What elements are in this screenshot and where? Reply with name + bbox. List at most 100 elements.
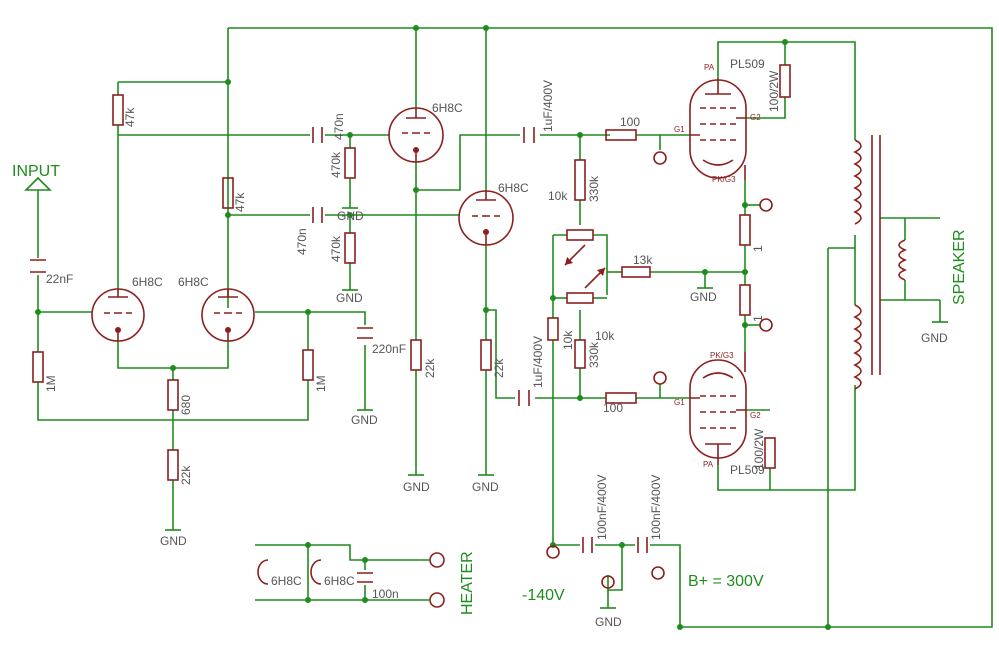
svg-text:220nF: 220nF [372,342,406,356]
svg-text:100nF/400V: 100nF/400V [649,475,663,540]
resistor-100-2W-bottom: 100/2W [752,428,776,470]
svg-text:470n: 470n [332,113,346,140]
heater-filament-1: 6H8C [257,559,302,588]
svg-text:GND: GND [690,290,717,304]
wires [37,27,993,628]
svg-text:GND: GND [921,331,948,345]
svg-text:GND: GND [337,209,364,223]
potentiometers: 10k 10k [548,189,615,343]
svg-text:100/2W: 100/2W [767,70,781,112]
svg-text:470n: 470n [295,228,309,255]
svg-text:PA: PA [703,460,714,469]
svg-text:PL509: PL509 [730,57,765,71]
tube-pl509-bottom: PK/G3 G1 G2 PA PL509 [674,351,765,477]
junctions [35,25,831,630]
svg-text:GND: GND [351,413,378,427]
svg-text:22nF: 22nF [46,272,73,286]
svg-text:13k: 13k [633,253,653,267]
svg-text:G1: G1 [674,398,685,407]
tube-v4: 6H8C [458,181,529,246]
svg-text:47k: 47k [123,107,137,127]
resistor-100-bottom: 100 [603,392,637,415]
svg-text:47k: 47k [233,192,247,212]
resistor-470k-a: 470k [329,147,356,179]
output-transformer [853,135,908,390]
terminal-heater-b [429,592,445,608]
svg-text:GND: GND [160,534,187,548]
svg-text:6H8C: 6H8C [178,275,209,289]
terminal-gnd-supply [601,575,615,589]
input-label: INPUT [12,163,60,191]
heater-label: HEATER [459,551,476,615]
svg-text:PL509: PL509 [730,463,765,477]
terminals [420,151,773,608]
svg-text:1M: 1M [44,375,58,392]
gnd-22k-a: GND [403,474,430,494]
cap-220nF: 220nF [357,327,406,356]
resistor-1-bottom: 1 [739,284,765,322]
gnd-220nF: GND [351,409,378,427]
gnd-tail: GND [160,529,187,548]
cap-22nF: 22nF [30,259,73,286]
cap-1uF-bottom: 1uF/400V [518,336,545,406]
resistor-47k-b: 47k [222,177,247,212]
resistor-22k-tail: 22k [167,449,193,485]
svg-text:680: 680 [179,395,193,415]
svg-text:470k: 470k [329,235,343,262]
svg-text:10k: 10k [561,330,575,350]
svg-text:1uF/400V: 1uF/400V [541,80,555,132]
svg-text:22k: 22k [179,465,193,485]
ground-symbols: GND GND GND GND GND GND GND GND [160,207,948,629]
svg-text:GND: GND [595,615,622,629]
svg-text:PA: PA [704,63,715,72]
svg-text:G1: G1 [674,125,685,134]
svg-text:100n: 100n [372,587,399,601]
svg-text:100: 100 [620,115,640,129]
tube-v3: 6H8C [388,101,463,163]
svg-text:470k: 470k [329,151,343,178]
b-minus-label: -140V [522,587,565,604]
svg-text:10k: 10k [595,329,615,343]
test-point-g1-top [653,151,667,165]
test-point-g1-bottom [653,371,667,385]
svg-text:G2: G2 [750,411,761,420]
b-plus-label: B+ = 300V [688,573,764,590]
cap-100n: 100n [357,572,399,601]
resistor-470k-b: 470k [329,232,356,264]
gnd-speaker: GND [921,321,948,345]
svg-text:PK/G3: PK/G3 [712,175,736,184]
terminal-bplus [651,566,665,580]
svg-text:22k: 22k [423,358,437,378]
resistor-22k-a: 22k [410,339,437,378]
svg-text:6H8C: 6H8C [324,574,355,588]
svg-text:100/2W: 100/2W [752,428,766,470]
gnd-13k: GND [690,287,717,304]
svg-text:6H8C: 6H8C [271,574,302,588]
resistor-1M-b: 1M [302,349,328,392]
terminal-heater-a [429,552,445,568]
resistors: 47k 47k 470k 470k 1M 1M 680 22k [32,64,791,485]
svg-text:G2: G2 [750,113,761,122]
svg-text:6H8C: 6H8C [132,275,163,289]
resistor-680: 680 [167,379,193,415]
svg-text:330k: 330k [587,175,601,202]
resistor-10k: 10k [547,317,575,350]
resistor-330k-top: 330k [574,159,601,202]
resistor-1-top: 1 [739,214,765,252]
svg-text:GND: GND [403,480,430,494]
pot-10k-a: 10k [548,189,594,266]
test-point-cathode-bottom [759,318,773,332]
svg-text:GND: GND [472,480,499,494]
cap-1uF-top: 1uF/400V [523,80,555,143]
tubes: 6H8C 6H8C 6H8C 6H8C [91,57,765,588]
speaker-label: SPEAKER [951,229,968,305]
cap-100nF-b: 100nF/400V [637,475,663,553]
svg-text:1: 1 [751,245,765,252]
svg-text:6H8C: 6H8C [498,181,529,195]
resistor-22k-b: 22k [480,339,506,378]
gnd-470k-b: GND [336,289,363,305]
resistor-13k: 13k [621,253,653,278]
svg-text:10k: 10k [548,189,568,203]
net-labels: INPUT SPEAKER HEATER -140V B+ = 300V [12,163,968,615]
